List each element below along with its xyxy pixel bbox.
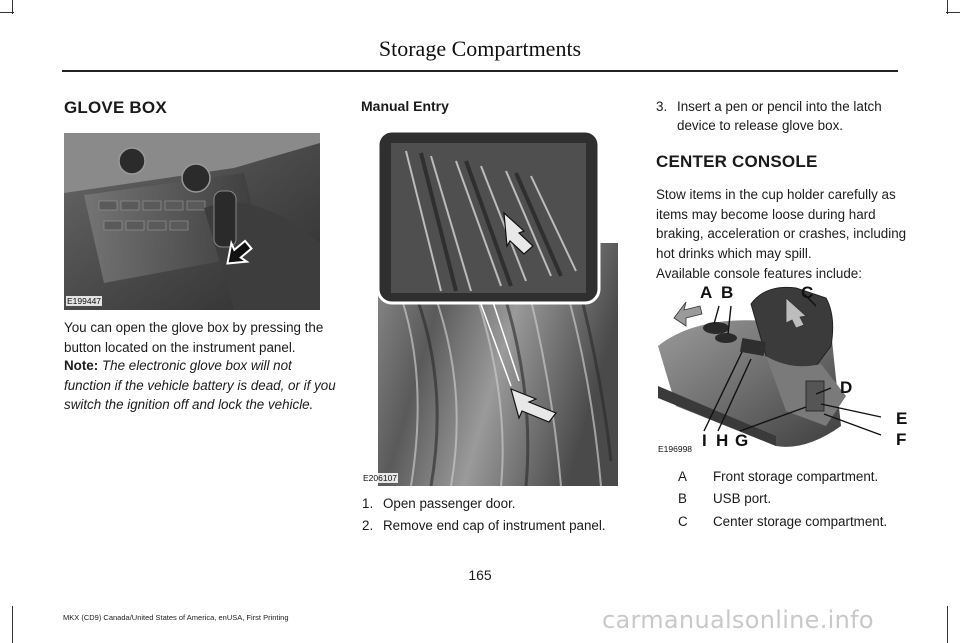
legend-value: USB port. (713, 491, 772, 506)
callout-label: A (700, 283, 712, 302)
printing-note: MKX (CD9) Canada/United States of Americ… (63, 613, 289, 622)
legend-value: Front storage compartment. (713, 469, 879, 484)
crop-mark (12, 0, 13, 14)
crop-mark (947, 0, 948, 14)
step-number: 3. (656, 99, 668, 114)
center-console-description: Stow items in the cup holder carefully a… (656, 187, 907, 261)
console-features-intro: Available console features include: (656, 266, 862, 281)
dashboard-illustration (64, 133, 320, 310)
callout-label: D (840, 378, 852, 397)
legend-key: B (678, 491, 687, 506)
center-console-illustration: A B C D E F I H G E196998 (656, 276, 918, 459)
step-number: 1. (362, 496, 374, 511)
callout-label: I (702, 431, 707, 450)
crop-mark (946, 12, 960, 13)
callout-label: F (896, 430, 906, 449)
page-header-title: Storage Compartments (378, 36, 582, 61)
page-number: 165 (468, 567, 492, 583)
callout-label: G (735, 431, 748, 450)
crop-mark (947, 606, 948, 643)
watermark-text: carmanualsonline.info (602, 606, 874, 634)
step-text: Open passenger door. (383, 496, 516, 511)
glove-box-note: Note: The electronic glove box will not … (64, 356, 340, 415)
crop-mark (0, 12, 14, 13)
legend-value: Center storage compartment. (713, 514, 888, 529)
note-label: Note: (64, 358, 99, 373)
callout-label: E (896, 409, 907, 428)
console-diagram: A B C D E F I H G (658, 283, 907, 450)
section-heading-manual-entry: Manual Entry (361, 98, 449, 114)
figure-id-label: E199447 (66, 296, 103, 306)
glove-box-description: You can open the glove box by pressing t… (64, 320, 324, 355)
glove-box-button-illustration: E199447 (64, 133, 320, 310)
step-number: 2. (362, 518, 374, 533)
crop-mark (12, 606, 13, 643)
end-cap-illustration (361, 131, 618, 486)
section-heading-center-console: CENTER CONSOLE (656, 152, 818, 171)
callout-label: C (801, 283, 813, 302)
step-item: 3. Insert a pen or pencil into the latch… (656, 97, 926, 137)
header-divider (62, 70, 898, 72)
callout-label: H (716, 431, 728, 450)
manual-entry-illustration: E206107 (361, 131, 618, 486)
figure-id-label: E206107 (362, 473, 399, 483)
legend-key: C (678, 514, 688, 529)
legend-key: A (678, 469, 687, 484)
step-text: Insert a pen or pencil into the latch (677, 99, 882, 114)
note-text: The electronic glove box will not functi… (64, 358, 336, 412)
figure-id-label: E196998 (657, 444, 694, 454)
section-heading-glove-box: GLOVE BOX (64, 98, 167, 117)
callout-label: B (721, 283, 733, 302)
step-text-continued: device to release glove box. (677, 118, 843, 133)
step-text: Remove end cap of instrument panel. (383, 518, 606, 533)
